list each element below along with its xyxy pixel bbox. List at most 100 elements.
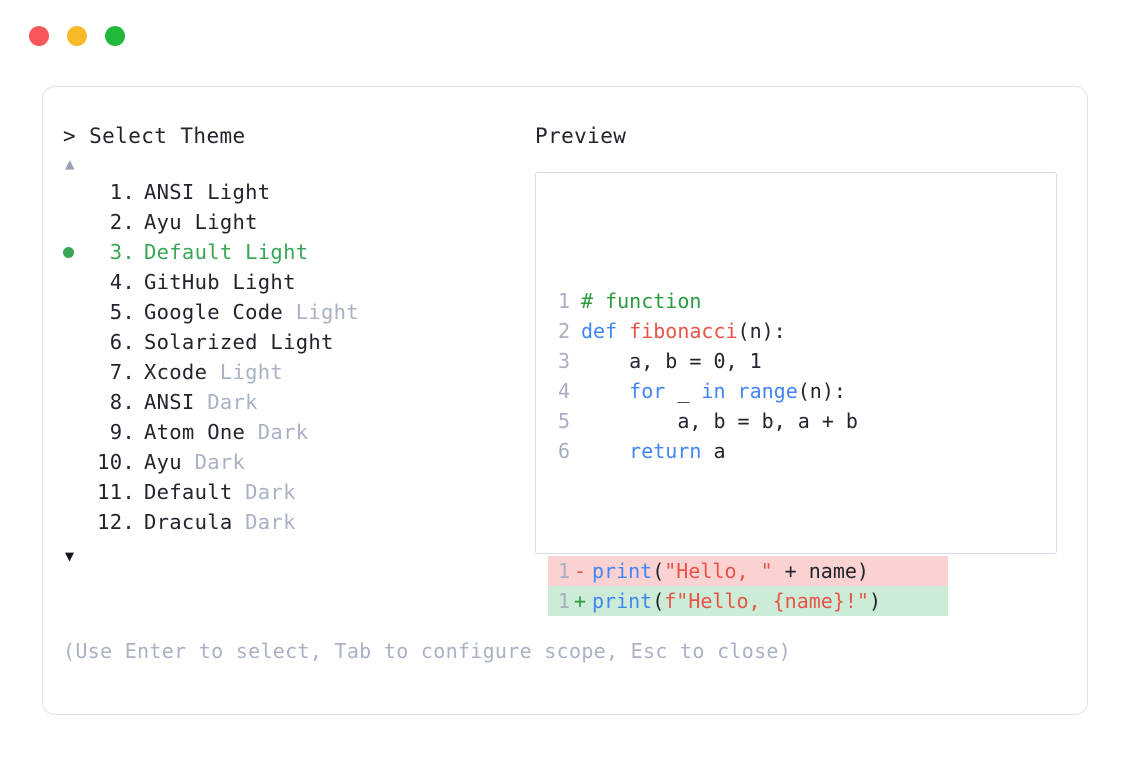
theme-item-name: Default bbox=[144, 480, 233, 504]
code-token-kw: print bbox=[592, 589, 653, 613]
code-line-number: 3 bbox=[557, 349, 570, 373]
code-token-comment: # function bbox=[581, 289, 702, 313]
theme-item-variant: Light bbox=[257, 330, 334, 354]
code-line-number: 6 bbox=[557, 439, 570, 463]
theme-item-number: 12. bbox=[97, 510, 135, 534]
theme-item-variant: Light bbox=[283, 300, 359, 324]
window-controls bbox=[29, 26, 125, 46]
theme-item-number: 8. bbox=[97, 390, 135, 414]
diff-block: 1-print("Hello, " + name)1+print(f"Hello… bbox=[548, 556, 1056, 616]
code-line-text: return a bbox=[570, 436, 725, 466]
selected-bullet-cell bbox=[63, 327, 91, 357]
theme-item-name: ANSI bbox=[144, 390, 195, 414]
theme-item-variant: Light bbox=[194, 180, 271, 204]
theme-picker-card: > Select Theme ▲ 1. ANSI Light 2. Ayu Ligh… bbox=[42, 86, 1088, 715]
theme-item-number: 2. bbox=[97, 210, 135, 234]
theme-item-variant: Dark bbox=[245, 420, 309, 444]
theme-item-number: 11. bbox=[97, 480, 135, 504]
theme-list-item[interactable]: 1. ANSI Light bbox=[63, 177, 533, 207]
theme-item-number: 1. bbox=[97, 180, 135, 204]
theme-item-number: 9. bbox=[97, 420, 135, 444]
code-token-kw: return bbox=[629, 439, 702, 463]
diff-line-added: 1+print(f"Hello, {name}!") bbox=[548, 586, 948, 616]
selected-bullet-cell bbox=[63, 447, 91, 477]
close-button[interactable] bbox=[29, 26, 49, 46]
theme-list-item[interactable]: 7. Xcode Light bbox=[63, 357, 533, 387]
theme-item-name: Default bbox=[144, 240, 233, 264]
select-theme-prompt: > Select Theme bbox=[63, 124, 246, 148]
selected-bullet-cell bbox=[63, 267, 91, 297]
theme-item-number: 7. bbox=[97, 360, 135, 384]
selected-bullet-cell bbox=[63, 237, 91, 267]
theme-list-item[interactable]: 11.Default Dark bbox=[63, 477, 533, 507]
selected-bullet-cell bbox=[63, 477, 91, 507]
theme-item-number: 4. bbox=[97, 270, 135, 294]
code-line-text: a, b = 0, 1 bbox=[570, 346, 762, 376]
theme-item-number: 6. bbox=[97, 330, 135, 354]
diff-marker: + bbox=[573, 589, 587, 613]
theme-item-number: 5. bbox=[97, 300, 135, 324]
code-token-plain: (n): bbox=[737, 319, 786, 343]
code-token-kw: in range bbox=[701, 379, 798, 403]
code-token-plain: ) bbox=[868, 589, 882, 613]
code-token-plain bbox=[581, 379, 629, 403]
code-token-plain: a, b = b, a + b bbox=[581, 409, 858, 433]
theme-list-item[interactable]: 4.GitHub Light bbox=[63, 267, 533, 297]
theme-list-item[interactable]: 12.Dracula Dark bbox=[63, 507, 533, 537]
theme-list-item[interactable]: 5. Google Code Light bbox=[63, 297, 533, 327]
code-line-number: 5 bbox=[557, 409, 570, 433]
theme-list-item[interactable]: 8. ANSI Dark bbox=[63, 387, 533, 417]
code-token-fn: fibonacci bbox=[629, 319, 738, 343]
code-line: 3 a, b = 0, 1 bbox=[548, 346, 1056, 376]
code-token-plain: _ bbox=[665, 379, 702, 403]
code-token-plain: a, b = 0, 1 bbox=[581, 349, 762, 373]
theme-list-item[interactable]: 3.Default Light bbox=[63, 237, 533, 267]
selected-bullet-cell bbox=[63, 207, 91, 237]
theme-item-name: Xcode bbox=[144, 360, 208, 384]
theme-item-name: Solarized bbox=[144, 330, 258, 354]
code-line-text: # function bbox=[570, 286, 701, 316]
theme-list-item[interactable]: 6. Solarized Light bbox=[63, 327, 533, 357]
theme-item-name: Google Code bbox=[144, 300, 284, 324]
theme-list-item[interactable]: 2. Ayu Light bbox=[63, 207, 533, 237]
theme-list-item[interactable]: 9.Atom One Dark bbox=[63, 417, 533, 447]
preview-label: Preview bbox=[535, 124, 627, 148]
selected-bullet-cell bbox=[63, 507, 91, 537]
theme-item-variant: Light bbox=[181, 210, 258, 234]
maximize-button[interactable] bbox=[105, 26, 125, 46]
theme-item-variant: Dark bbox=[194, 390, 258, 414]
scroll-up-arrow[interactable]: ▲ bbox=[65, 154, 76, 173]
code-line-number: 2 bbox=[557, 319, 570, 343]
theme-list-item[interactable]: 10.Ayu Dark bbox=[63, 447, 533, 477]
code-line-text: def fibonacci(n): bbox=[570, 316, 786, 346]
code-token-plain: (n): bbox=[797, 379, 846, 403]
code-line-text: for _ in range(n): bbox=[570, 376, 846, 406]
code-token-plain bbox=[581, 439, 629, 463]
selected-bullet-cell bbox=[63, 387, 91, 417]
theme-item-name: Ayu bbox=[144, 210, 182, 234]
theme-item-variant: Dark bbox=[181, 450, 246, 474]
scroll-down-arrow[interactable]: ▼ bbox=[65, 547, 75, 565]
code-line-number: 1 bbox=[557, 289, 570, 313]
theme-item-name: ANSI bbox=[144, 180, 195, 204]
minimize-button[interactable] bbox=[67, 26, 87, 46]
diff-marker: - bbox=[573, 559, 587, 583]
diff-line-text: print("Hello, " + name) bbox=[590, 556, 869, 586]
theme-item-variant: Light bbox=[219, 270, 296, 294]
code-token-str: "Hello, " bbox=[664, 559, 773, 583]
selected-bullet-cell bbox=[63, 357, 91, 387]
selected-bullet-cell bbox=[63, 417, 91, 447]
code-token-kw: for bbox=[629, 379, 666, 403]
code-token-str: f"Hello, {name}!" bbox=[664, 589, 869, 613]
code-token-kw: print bbox=[592, 559, 653, 583]
theme-item-variant: Light bbox=[232, 240, 309, 264]
code-token-plain: ( bbox=[652, 559, 665, 583]
code-line-text: a, b = b, a + b bbox=[570, 406, 858, 436]
diff-line-text: print(f"Hello, {name}!") bbox=[590, 586, 881, 616]
theme-item-variant: Light bbox=[207, 360, 284, 384]
code-token-plain: ( bbox=[652, 589, 665, 613]
